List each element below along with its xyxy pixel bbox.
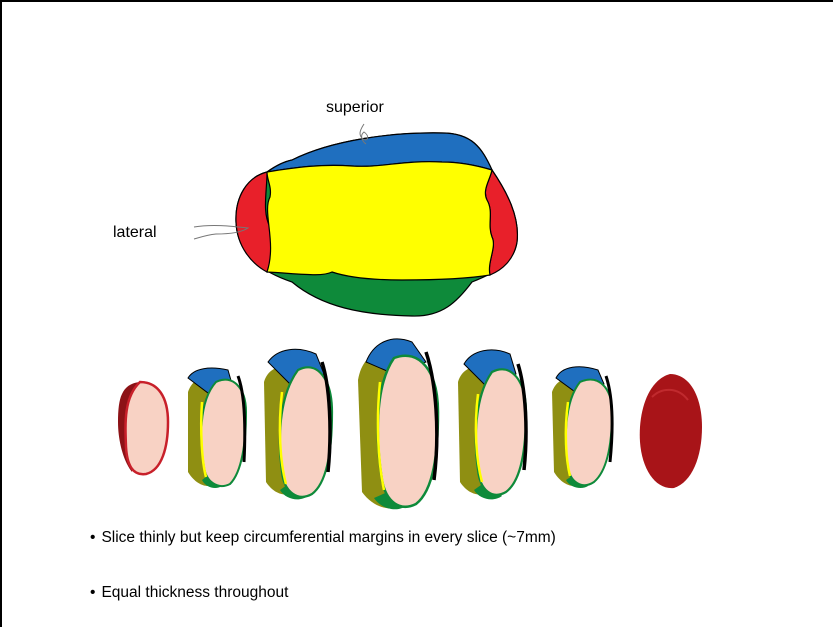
bullet-item: • Equal thickness throughout xyxy=(90,584,288,602)
slice-3 xyxy=(264,349,332,499)
slice-6 xyxy=(552,367,612,488)
bullet-dot: • xyxy=(90,584,95,601)
slice-5 xyxy=(458,350,526,499)
bullet-item: • Slice thinly but keep circumferential m… xyxy=(90,529,556,547)
bullet-text: Slice thinly but keep circumferential ma… xyxy=(101,529,555,546)
slice-4 xyxy=(358,339,438,509)
bullet-dot: • xyxy=(90,529,95,546)
slice-7-end xyxy=(640,374,702,488)
slice-1-end xyxy=(118,382,168,474)
bullet-text: Equal thickness throughout xyxy=(101,584,288,601)
slice-2 xyxy=(188,368,246,488)
central-region xyxy=(267,162,493,280)
specimen-top-view xyxy=(236,133,517,316)
label-lateral: lateral xyxy=(113,224,157,241)
label-superior: superior xyxy=(326,99,384,116)
